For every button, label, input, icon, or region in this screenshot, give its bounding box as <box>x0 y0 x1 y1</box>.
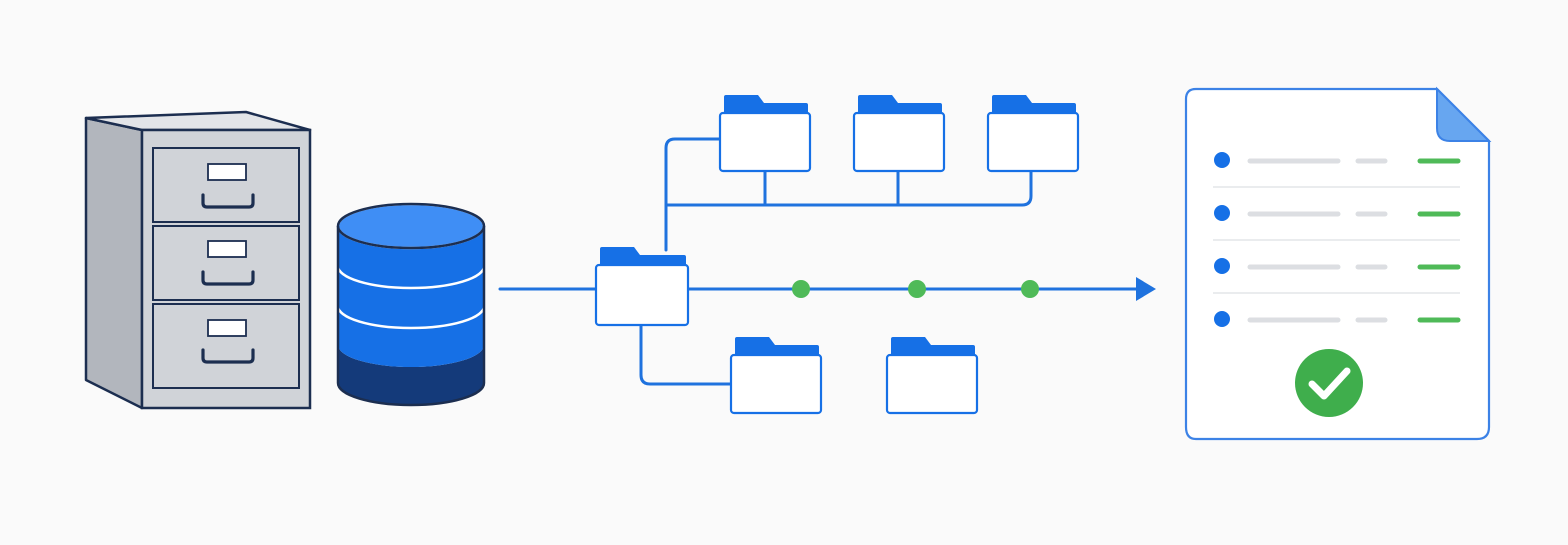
check-circle-icon <box>1295 349 1363 417</box>
drawer-label <box>207 163 247 181</box>
drawer-handle <box>201 193 255 209</box>
pipeline-node <box>1021 280 1039 298</box>
folder-icon <box>718 95 812 173</box>
document-row <box>1214 205 1461 221</box>
filing-cabinet-icon <box>84 110 312 410</box>
arrow-right-icon <box>1136 277 1156 301</box>
document-fold <box>1436 86 1492 142</box>
pipeline-node <box>792 280 810 298</box>
cabinet-drawer <box>152 147 300 223</box>
cabinet-drawer <box>152 225 300 301</box>
drawer-handle <box>201 348 255 364</box>
drawer-handle <box>201 270 255 286</box>
cabinet-drawer <box>152 303 300 389</box>
folder-icon <box>986 95 1080 173</box>
connector-to-top-folders <box>664 137 723 252</box>
connector-lines <box>498 137 1142 386</box>
drawer-label <box>207 240 247 258</box>
connector-to-bottom-folders <box>639 323 734 386</box>
document-row <box>1214 152 1461 168</box>
folder-icon <box>729 337 823 415</box>
database-cylinder-icon <box>336 202 486 407</box>
folder-icon <box>885 337 979 415</box>
connector-top-bus <box>664 169 1033 207</box>
cabinet-side <box>84 116 144 410</box>
document-checklist-icon <box>1184 86 1492 441</box>
folder-icon <box>594 247 690 327</box>
pipeline-node <box>908 280 926 298</box>
drawer-label <box>207 319 247 337</box>
document-row <box>1214 311 1461 327</box>
document-page <box>1184 87 1491 441</box>
database-layer <box>338 345 484 405</box>
pipeline-nodes <box>792 280 1039 298</box>
document-row <box>1214 258 1461 274</box>
folder-icon <box>852 95 946 173</box>
database-outline <box>336 226 486 407</box>
